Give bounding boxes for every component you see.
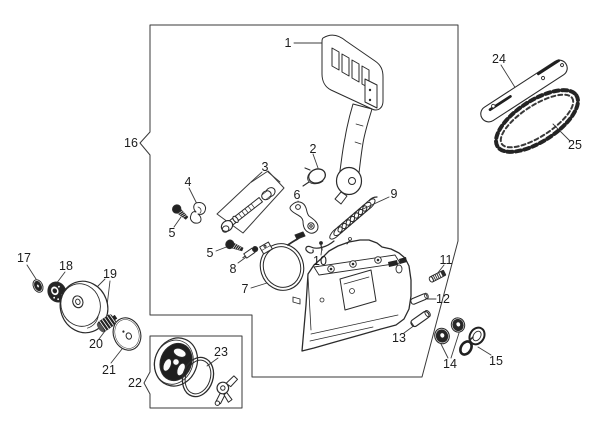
part-9-spring — [305, 196, 378, 254]
part-12-pin — [410, 292, 429, 305]
main-group-box — [139, 24, 459, 378]
part-10-screw — [319, 241, 323, 251]
part-18-bearing — [47, 281, 67, 303]
part-23-gasket — [181, 356, 215, 398]
sub-group-box — [143, 335, 243, 409]
part-15-rings — [459, 326, 486, 356]
part-24-guide-bar — [480, 59, 568, 123]
part-6-lever — [289, 201, 319, 234]
part-22-lever — [214, 375, 239, 406]
part-25-chain — [494, 88, 580, 154]
part-8-anchor — [242, 246, 259, 259]
part-14-bushing-a — [434, 327, 450, 345]
clutch-cover-housing — [292, 237, 412, 352]
part-11-stud — [428, 269, 447, 283]
part-22-clutch-assembly — [153, 337, 199, 387]
part-5-screw-b — [225, 239, 244, 252]
part-20-worm-gear — [96, 314, 118, 333]
part-5-screw-a — [172, 204, 189, 220]
part-3-bolt-kit — [216, 170, 285, 234]
part-21-disc — [112, 317, 142, 351]
part-19-clutch-drum — [59, 280, 109, 334]
part-7-brake-band — [259, 231, 306, 291]
part-17-washer — [32, 279, 44, 293]
part-1-handguard — [321, 34, 384, 205]
part-4-clamp — [190, 202, 206, 224]
part-2-spring-clip — [302, 167, 326, 187]
part-14-bushing-b — [450, 317, 466, 333]
part-13-pin — [410, 310, 431, 328]
